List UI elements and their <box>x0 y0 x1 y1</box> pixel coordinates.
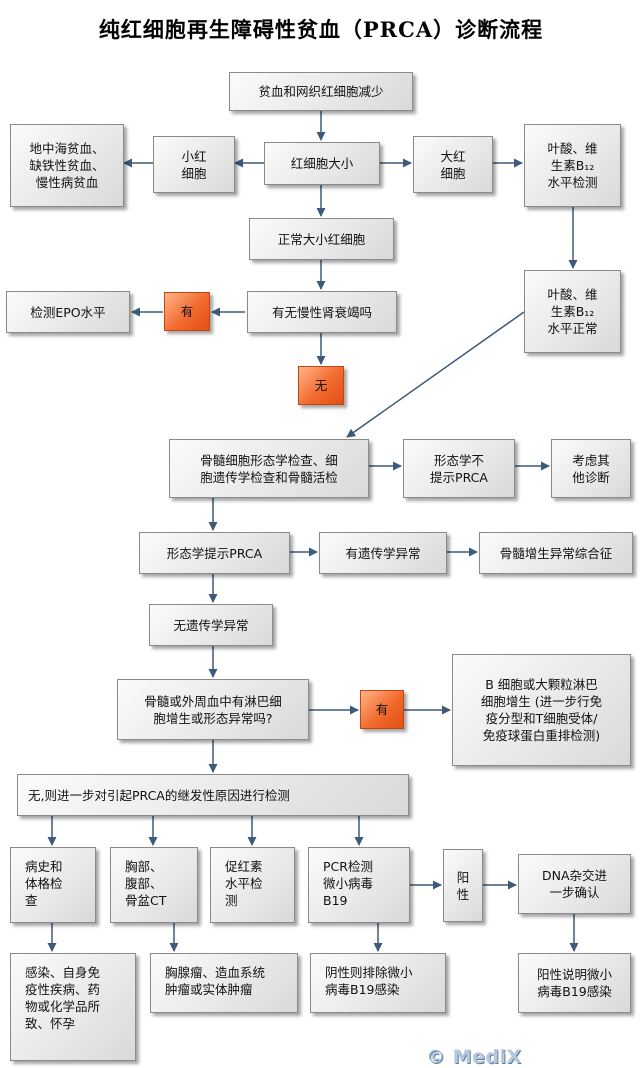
dna-result-node: 阳性说明微小 病毒B19感染 <box>518 953 631 1013</box>
ct-node: 胸部、 腹部、 骨盆CT <box>110 847 198 923</box>
medix-logo: © MediX <box>426 1046 522 1068</box>
yes-renal-badge: 有 <box>164 292 210 331</box>
ct-result-node: 胸腺瘤、造血系统 肿瘤或实体肿瘤 <box>150 953 298 1013</box>
no-genetic-node: 无遗传学异常 <box>149 604 273 646</box>
folate-normal-node: 叶酸、维 生素B₁₂ 水平正常 <box>524 270 621 353</box>
epo-level-node: 促红素 水平检 测 <box>210 847 295 923</box>
history-result-node: 感染、自身免 疫性疾病、药 物或化学品所 致、怀孕 <box>10 953 136 1061</box>
morph-prca-node: 形态学提示PRCA <box>139 532 290 574</box>
large-rbc-node: 大红 细胞 <box>413 136 493 193</box>
epo-check-node: 检测EPO水平 <box>6 291 130 333</box>
no-renal-badge: 无 <box>298 366 344 405</box>
pcr-node: PCR检测 微小病毒 B19 <box>308 847 410 923</box>
other-diag-node: 考虑其 他诊断 <box>551 439 631 498</box>
renal-failure-node: 有无慢性肾衰竭吗 <box>247 291 397 333</box>
dna-node: DNA杂交进 一步确认 <box>518 854 631 914</box>
anemia-node: 贫血和网织红细胞减少 <box>229 72 413 111</box>
history-node: 病史和 体格检 查 <box>10 847 96 923</box>
lymph-result-node: B 细胞或大颗粒淋巴 细胞增生 (进一步行免 疫分型和T细胞受体/ 免疫球蛋白重… <box>452 654 631 766</box>
page-title: 纯红细胞再生障碍性贫血（PRCA）诊断流程 <box>98 17 544 42</box>
normal-rbc-node: 正常大小红细胞 <box>249 218 394 260</box>
small-rbc-node: 小红 细胞 <box>153 136 235 193</box>
rbc-size-node: 红细胞大小 <box>264 142 380 185</box>
folate-test-node: 叶酸、维 生素B₁₂ 水平检测 <box>524 124 621 207</box>
small-causes-node: 地中海贫血、 缺铁性贫血、 慢性病贫血 <box>10 124 124 207</box>
arrow-normal-marrow <box>346 311 525 438</box>
marrow-exam-node: 骨髓细胞形态学检查、细 胞遗传学检查和骨髓活检 <box>169 439 369 498</box>
secondary-causes-node: 无,则进一步对引起PRCA的继发性原因进行检测 <box>17 774 409 816</box>
positive-node: 阳 性 <box>443 849 483 922</box>
pcr-result-node: 阴性则排除微小 病毒B19感染 <box>310 953 446 1013</box>
genetic-abn-node: 有遗传学异常 <box>319 532 447 574</box>
morph-not-prca-node: 形态学不 提示PRCA <box>403 439 515 498</box>
lymph-question-node: 骨髓或外周血中有淋巴细 胞增生或形态异常吗? <box>117 679 309 740</box>
yes-lymph-badge: 有 <box>360 690 404 729</box>
mds-node: 骨髓增生异常综合征 <box>479 532 633 574</box>
